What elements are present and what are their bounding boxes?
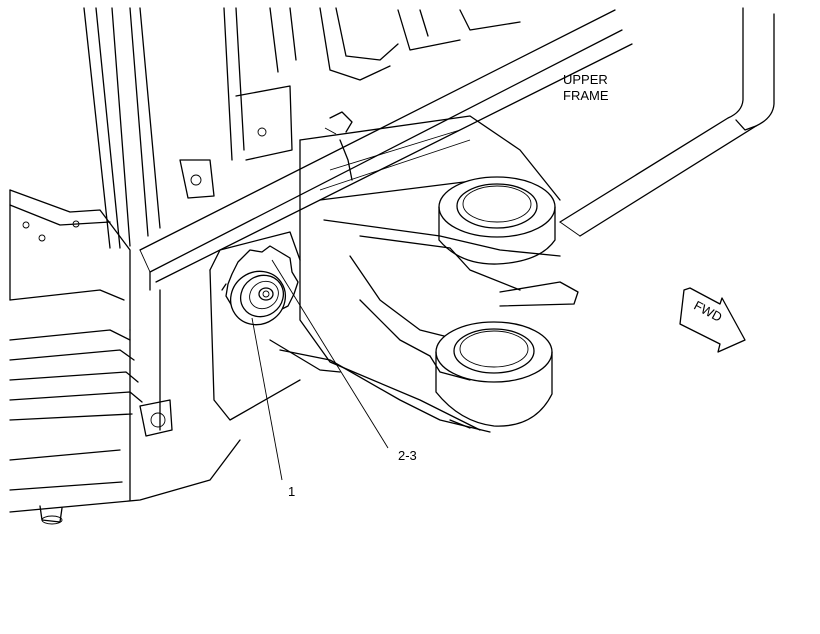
upper-pin-boss [438, 176, 556, 265]
upper-frame-label-line1: UPPER [563, 72, 608, 87]
left-column-structure [83, 7, 521, 249]
lower-pin-boss [435, 321, 553, 427]
hose-clip [324, 111, 353, 181]
upper-frame-outline [559, 7, 775, 237]
upper-frame-rail [139, 9, 633, 291]
callout-1-label: 1 [288, 484, 295, 499]
forward-direction-arrow-icon: FWD [679, 287, 746, 353]
left-platform [9, 189, 241, 525]
grease-fitting-cap-part [229, 270, 287, 326]
boom-mount-bracket [209, 115, 579, 433]
leader-lines [251, 259, 389, 481]
callout-2-3-label: 2-3 [398, 448, 417, 463]
upper-frame-label-line2: FRAME [563, 88, 609, 103]
